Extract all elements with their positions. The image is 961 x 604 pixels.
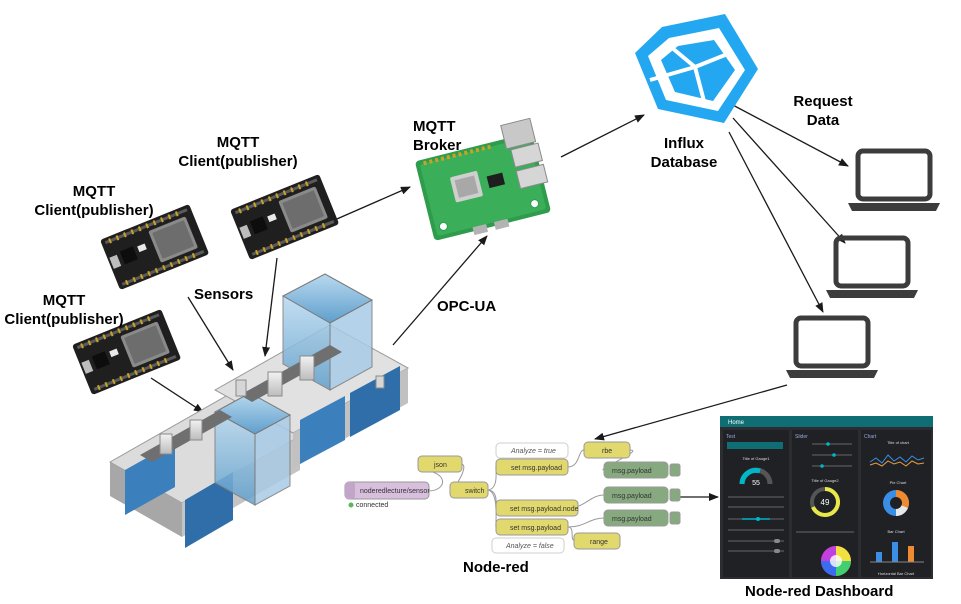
label-request-data: Request Data [784, 92, 862, 130]
svg-text:msg.payload: msg.payload [612, 468, 652, 475]
chart-3-title: Bar Chart [887, 529, 905, 534]
gauge-2-title: Title of Gauge2 [811, 478, 839, 483]
label-mqtt-client-1-line1: MQTT [72, 183, 116, 200]
label-node-red-dashboard: Node-red Dashboard [745, 583, 894, 600]
svg-text:set msg.payload: set msg.payload [511, 465, 562, 472]
node-change-1[interactable]: set msg.payload [495, 458, 569, 476]
label-request-data-line1: Request [793, 93, 853, 110]
chart-1-title: Title of chart [887, 440, 910, 445]
label-mqtt-client-1-line2: Client(publisher) [34, 202, 154, 219]
svg-text:msg.payload: msg.payload [612, 493, 652, 500]
svg-text:connected: connected [356, 502, 388, 509]
arrow-opcua-to-broker [392, 235, 488, 346]
label-influx-line1: Influx [664, 135, 704, 152]
gauge-1-title: Title of Gauge1 [742, 456, 770, 461]
gauge-1-value: 55 [752, 480, 760, 487]
chart-2-title: Pie Chart [890, 480, 908, 485]
laptop-icon-2 [826, 238, 918, 298]
label-mqtt-client-2: MQTT Client(publisher) [172, 133, 304, 171]
chart-4-title: Horizontal Bar Chart [878, 571, 915, 576]
label-mqtt-broker-line1: MQTT [413, 118, 456, 135]
label-influx-line2: Database [650, 154, 718, 171]
svg-text:Analyze = false: Analyze = false [505, 543, 554, 550]
connection-arrows [150, 102, 849, 501]
arrow-client1-to-machine [187, 296, 234, 371]
label-mqtt-client-3-line2: Client(publisher) [4, 311, 124, 328]
label-mqtt-client-3-line1: MQTT [42, 292, 86, 309]
node-red-dashboard-screenshot: Home Test Slider Chart Title of Gauge1 5… [720, 416, 933, 579]
dashboard-group-test: Test [726, 434, 736, 440]
svg-text:set msg.payload: set msg.payload [510, 525, 561, 532]
node-debug-2[interactable]: msg.payload [603, 486, 681, 504]
gauge-2-value: 49 [821, 498, 830, 507]
label-opc-ua: OPC-UA [437, 298, 497, 315]
label-mqtt-broker: MQTT Broker [413, 117, 461, 155]
influxdb-logo-icon [635, 14, 758, 123]
arrow-client3-to-machine [150, 377, 204, 413]
dashboard-group-chart: Chart [864, 434, 877, 440]
svg-text:range: range [590, 539, 608, 546]
node-comment-true[interactable]: Analyze = true [495, 442, 569, 459]
dashboard-group-slider: Slider [795, 434, 808, 440]
arrow-laptop3-to-node-red [594, 384, 788, 441]
svg-text:noderedlecture/sensor: noderedlecture/sensor [360, 488, 430, 495]
label-mqtt-client-1: MQTT Client(publisher) [28, 182, 160, 220]
node-mqtt-in[interactable]: noderedlecture/sensor connected [344, 481, 430, 509]
svg-text:msg.payload: msg.payload [612, 516, 652, 523]
node-comment-false[interactable]: Analyze = false [491, 537, 565, 554]
node-switch[interactable]: switch [449, 481, 489, 499]
node-change-2[interactable]: set msg.payload.node [495, 499, 579, 517]
arrow-broker-to-influx [560, 114, 645, 158]
laptop-icon-1 [848, 151, 940, 211]
production-line-machine [108, 273, 410, 548]
label-mqtt-client-2-line1: MQTT [216, 134, 260, 151]
dashboard-header-title: Home [728, 420, 745, 426]
arrow-influx-to-laptop-1 [728, 102, 849, 167]
node-range[interactable]: range [573, 532, 621, 550]
svg-text:switch: switch [465, 488, 485, 495]
node-json[interactable]: json [417, 455, 463, 473]
node-debug-3[interactable]: msg.payload [603, 509, 681, 527]
label-request-data-line2: Data [806, 112, 840, 129]
svg-text:Analyze = true: Analyze = true [510, 448, 556, 455]
esp32-board-client-2 [230, 174, 340, 261]
node-debug-1[interactable]: msg.payload [603, 461, 681, 479]
svg-text:json: json [433, 462, 447, 469]
raspberry-pi-broker [415, 117, 551, 241]
node-red-flow: noderedlecture/sensor connected json swi… [344, 441, 681, 554]
arrow-influx-to-laptop-3 [728, 131, 824, 313]
label-mqtt-broker-line2: Broker [413, 137, 462, 154]
svg-text:set msg.payload.node: set msg.payload.node [510, 506, 579, 513]
svg-text:rbe: rbe [602, 448, 612, 455]
node-change-3[interactable]: set msg.payload [495, 518, 569, 536]
laptop-icon-3 [786, 318, 878, 378]
label-sensors: Sensors [194, 286, 254, 303]
label-influx-database: Influx Database [640, 134, 728, 172]
arrow-influx-to-laptop-2 [732, 117, 846, 244]
label-node-red: Node-red [463, 559, 529, 576]
label-mqtt-client-3: MQTT Client(publisher) [0, 291, 130, 329]
arrow-client2-to-machine [262, 257, 278, 357]
label-mqtt-client-2-line2: Client(publisher) [178, 153, 298, 170]
node-rbe[interactable]: rbe [583, 441, 631, 459]
arrow-client2-to-broker [329, 186, 411, 223]
